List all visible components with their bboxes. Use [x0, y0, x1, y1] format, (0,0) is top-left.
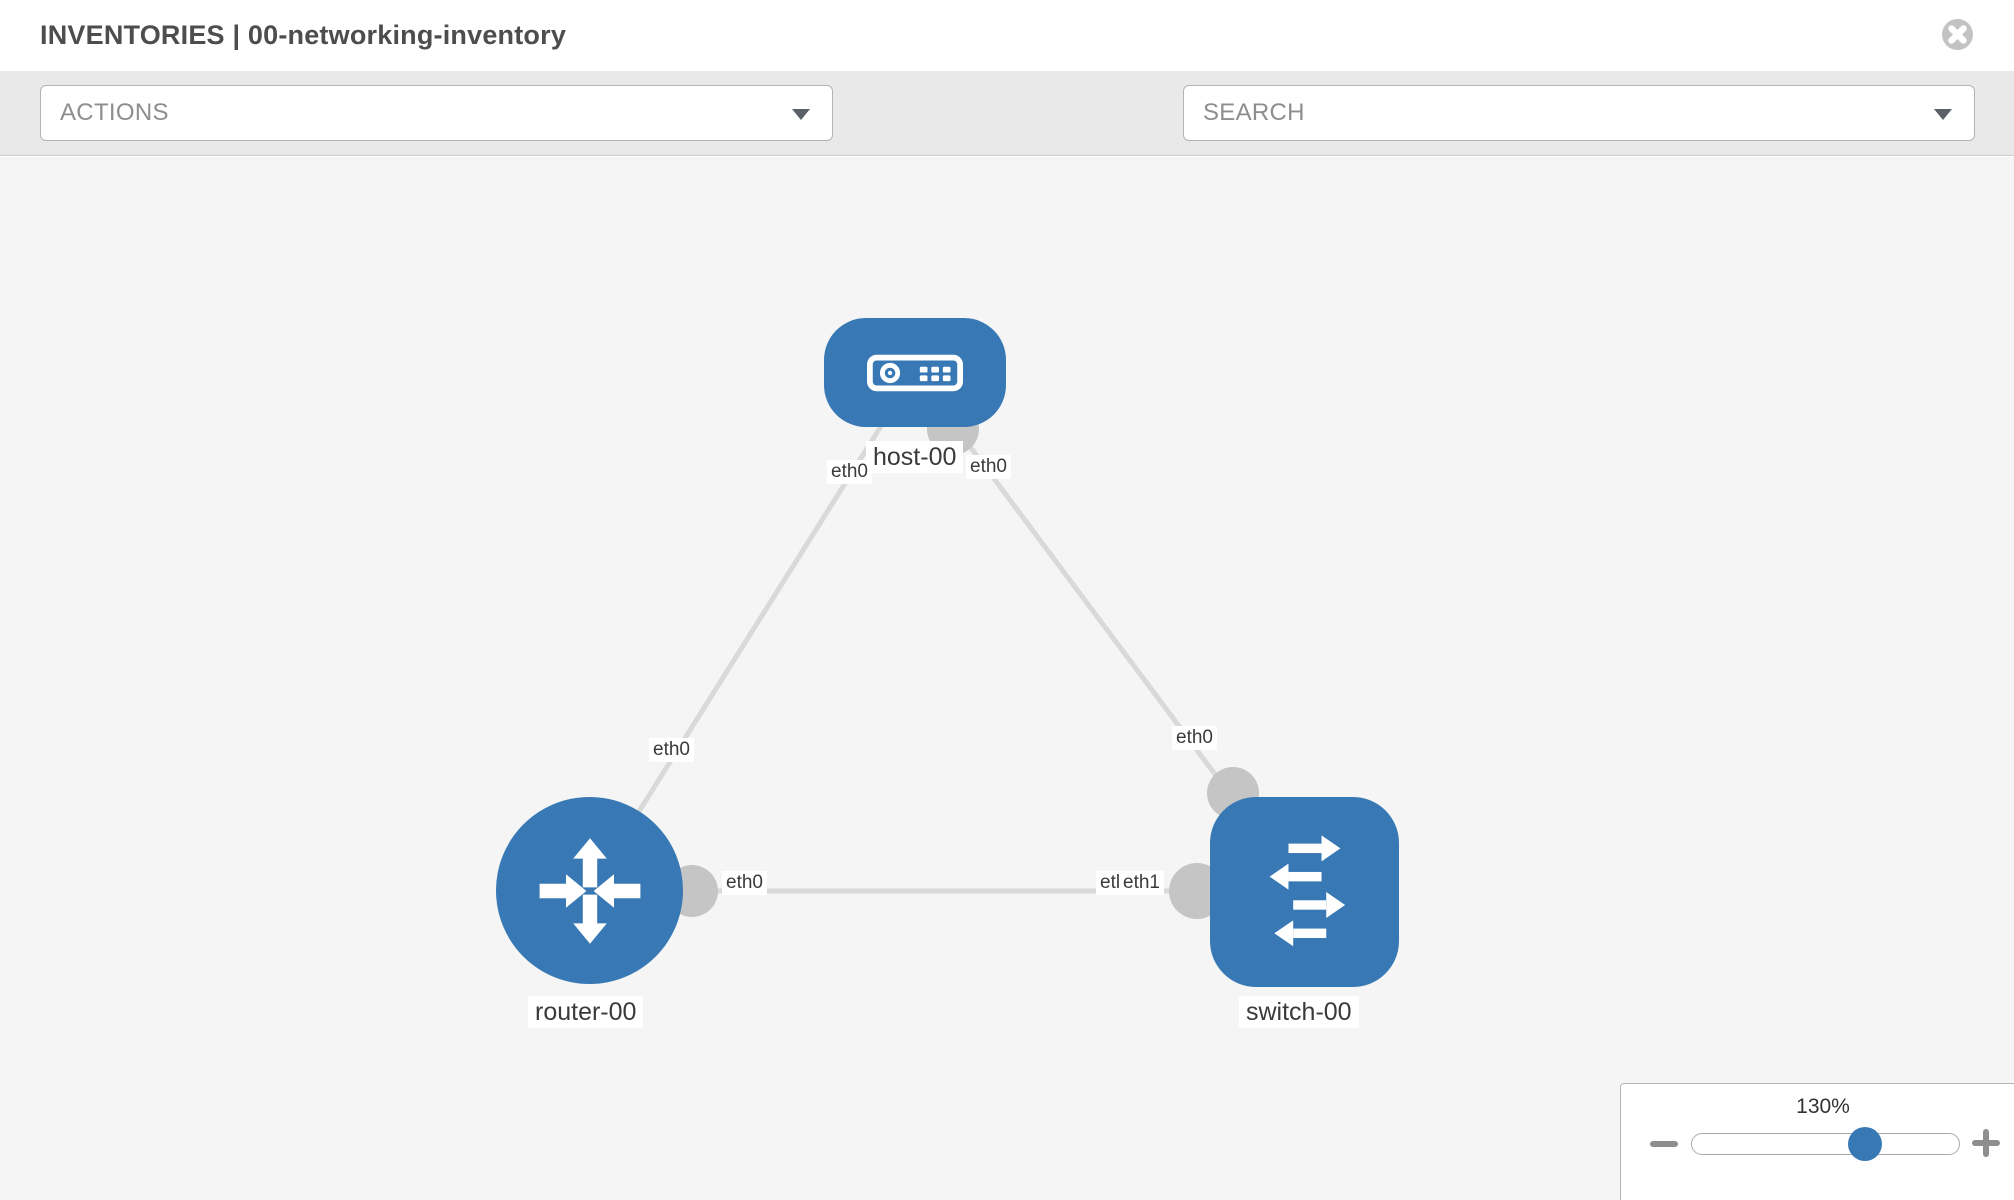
toolbar: ACTIONS SEARCH [0, 71, 2014, 199]
interface-label-host-eth0-left: eth0 [827, 460, 872, 484]
zoom-in-button[interactable] [1972, 1129, 2000, 1157]
link-host-router[interactable] [586, 370, 918, 893]
topology-canvas[interactable]: host-00 router-00 switch-00 eth0 eth0 et… [0, 157, 2014, 1200]
node-router-00[interactable] [496, 797, 683, 984]
topology-links-layer [586, 370, 1306, 919]
zoom-slider-handle[interactable] [1848, 1127, 1882, 1161]
interface-label-host-eth0-right: eth0 [966, 455, 1011, 479]
zoom-widget: 130% [1620, 1083, 2014, 1200]
router-arrows-icon [539, 837, 640, 944]
interface-label-router-eth0: eth0 [722, 871, 767, 895]
switch-arrows-icon [1269, 835, 1345, 947]
search-dropdown[interactable]: SEARCH [1183, 85, 1975, 141]
chevron-down-icon [1934, 109, 1952, 120]
interface-label-switch-uplink-eth0: eth0 [1172, 726, 1217, 750]
node-switch-00[interactable] [1210, 797, 1399, 987]
zoom-out-button[interactable] [1650, 1141, 1678, 1147]
node-label-host-00: host-00 [866, 441, 964, 473]
node-label-switch-00: switch-00 [1239, 996, 1359, 1028]
node-host-00[interactable] [824, 318, 1006, 427]
interface-label-switch-overlap: etl [1096, 871, 1125, 895]
node-label-router-00: router-00 [528, 996, 644, 1028]
interface-label-router-uplink-eth0: eth0 [649, 738, 694, 762]
header: INVENTORIES | 00-networking-inventory [0, 0, 2014, 71]
zoom-percentage: 130% [1796, 1095, 1850, 1118]
search-dropdown-label: SEARCH [1203, 99, 1305, 126]
page-title: INVENTORIES | 00-networking-inventory [40, 20, 567, 50]
chevron-down-icon [792, 109, 810, 120]
close-icon[interactable] [1941, 18, 1974, 51]
zoom-slider-track[interactable] [1691, 1133, 1960, 1155]
actions-dropdown[interactable]: ACTIONS [40, 85, 833, 141]
actions-dropdown-label: ACTIONS [60, 99, 169, 126]
interface-label-switch-eth1: eth1 [1119, 871, 1164, 895]
host-device-icon [867, 354, 963, 391]
